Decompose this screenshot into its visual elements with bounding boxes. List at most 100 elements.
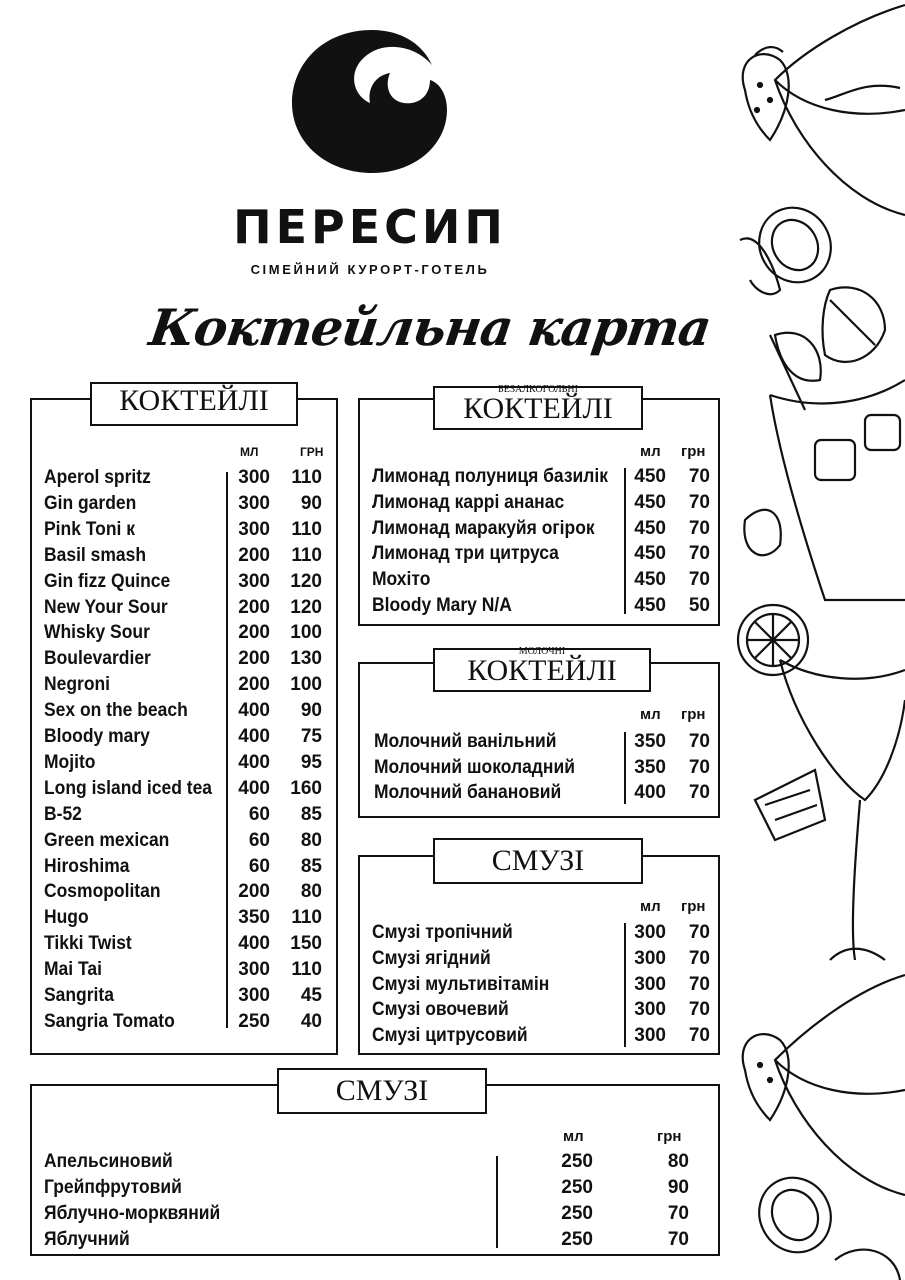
milk-item-price: 70 [688, 731, 710, 752]
cocktails-item-price: 85 [300, 803, 322, 825]
fresh-item-ml: 250 [561, 1151, 593, 1172]
cocktails-item-price: 80 [300, 881, 322, 903]
cocktails-item-ml: 400 [238, 751, 270, 773]
smoothies-item-ml: 300 [634, 1025, 666, 1047]
milk-item-name: Молочний шоколадний [374, 756, 575, 778]
brand-name: ПЕРЕСИП [233, 200, 507, 254]
fresh-item-price: 70 [667, 1229, 689, 1250]
cocktails-item-price: 95 [300, 751, 322, 773]
smoothies-item-ml: 300 [634, 922, 666, 943]
cocktail-glass-icon [773, 973, 905, 1197]
cocktails-item-ml: 200 [238, 881, 270, 903]
cocktails-item-name: Sangrita [44, 985, 114, 1006]
cocktails-item-price: 40 [300, 1010, 322, 1032]
milk-divider [624, 732, 626, 804]
cocktails-item-ml: 400 [238, 700, 270, 722]
cocktails-item-name: Green mexican [44, 829, 170, 851]
milk-col-uah: грн [681, 706, 706, 723]
non_alcoholic-item-ml: 450 [634, 466, 666, 487]
smoothies-item-price: 70 [688, 999, 710, 1021]
smoothies-item-price: 70 [688, 947, 710, 969]
fresh-col-uah: грн [657, 1128, 682, 1145]
smoothies-item-ml: 300 [634, 999, 666, 1021]
smoothies-item-name: Смузі тропічний [372, 922, 513, 943]
non_alcoholic-item-price: 70 [688, 569, 710, 591]
non_alcoholic-item-ml: 450 [634, 517, 666, 539]
menu-title: Коктейльна карта [145, 298, 715, 357]
brand-tagline: СІМЕЙНИЙ КУРОРТ-ГОТЕЛЬ [250, 262, 490, 277]
cocktails-item-name: Tikki Twist [44, 933, 132, 955]
cocktails-item-name: Boulevardier [44, 648, 151, 670]
cocktails-item-ml: 60 [248, 803, 270, 825]
cocktails-item-price: 80 [300, 829, 322, 851]
fresh-header: СМУЗІ [277, 1068, 487, 1114]
cocktails-item-name: Aperol spritz [44, 467, 151, 488]
cocktails-item-price: 85 [300, 855, 322, 877]
cocktails-item-name: Long island iced tea [44, 777, 213, 799]
cocktails-item-ml: 300 [238, 570, 270, 592]
cocktails-item-ml: 60 [248, 829, 270, 851]
smoothies-header: СМУЗІ [433, 838, 643, 884]
cocktails-item-ml: 200 [238, 544, 270, 566]
cocktails-item-price: 110 [291, 907, 322, 929]
cocktails-item-ml: 300 [238, 492, 270, 514]
cocktails-item-name: New Your Sour [44, 596, 168, 618]
smoothies-item-name: Смузі мультивітамін [372, 973, 550, 995]
smoothies-divider [624, 923, 626, 1047]
cocktails-item-name: Hiroshima [44, 855, 130, 877]
milk-item-price: 70 [688, 756, 710, 778]
non_alcoholic-item-ml: 450 [634, 595, 666, 616]
cocktails-item-ml: 400 [238, 777, 270, 799]
non-alcoholic-pre: БЕЗАЛКОГОЛЬНІ [498, 384, 578, 395]
cocktails-item-price: 100 [290, 622, 322, 644]
cocktails-item-name: Cosmopolitan [44, 881, 161, 903]
milk-col-ml: мл [640, 706, 661, 723]
non-alcoholic-title: КОКТЕЙЛІ [463, 392, 613, 425]
wave-logo-icon [292, 30, 447, 173]
cocktails-item-price: 45 [300, 985, 322, 1006]
cocktails-item-price: 110 [291, 467, 322, 488]
cocktails-item-ml: 300 [238, 985, 270, 1006]
cocktails-item-ml: 350 [238, 907, 270, 929]
non_alcoholic-item-name: Мохіто [372, 569, 431, 591]
non_alcoholic-item-name: Bloody Mary N/A [372, 595, 512, 616]
cocktails-item-name: Basil smash [44, 544, 147, 566]
cocktails-title: КОКТЕЙЛІ [119, 384, 269, 417]
non_alcoholic-item-price: 70 [688, 543, 710, 565]
non_alcoholic-item-price: 70 [688, 466, 710, 487]
cocktails-item-price: 90 [300, 700, 322, 722]
smoothies-item-price: 70 [688, 922, 710, 943]
smoothies-item-name: Смузі ягідний [372, 947, 491, 969]
pineapple-icon [753, 768, 827, 842]
martini-glass-icon [778, 659, 905, 961]
smoothies-col-ml: мл [640, 898, 661, 915]
cocktails-item-name: Sangria Tomato [44, 1010, 175, 1032]
fresh-item-name: Грейпфрутовий [44, 1177, 182, 1198]
non_alcoholic-item-name: Лимонад полуниця базилік [372, 466, 609, 487]
cocktails-item-name: Negroni [44, 674, 111, 696]
milk-item-ml: 350 [634, 731, 666, 752]
cocktails-item-name: Sex on the beach [44, 700, 188, 722]
mint-leaf-icon [834, 1248, 902, 1280]
cocktails-item-name: Hugo [44, 907, 89, 929]
fresh-item-price: 80 [667, 1151, 689, 1172]
cocktails-item-ml: 400 [238, 933, 270, 955]
citrus-slice-icon [758, 1176, 832, 1254]
smoothies-col-uah: грн [681, 898, 706, 915]
cocktails-item-ml: 60 [248, 855, 270, 877]
cocktails-item-ml: 300 [238, 467, 270, 488]
cocktails-col-uah: ГРН [300, 445, 324, 459]
strawberry-icon [741, 46, 790, 142]
cocktail-glass-icon [743, 334, 905, 602]
cocktails-header: КОКТЕЙЛІ [90, 382, 298, 426]
cocktails-item-price: 130 [290, 648, 322, 670]
cocktails-item-ml: 200 [238, 648, 270, 670]
cocktails-item-name: Mai Tai [44, 959, 102, 981]
non_alcoholic-item-price: 50 [688, 595, 710, 616]
non_alcoholic-item-price: 70 [688, 517, 710, 539]
fresh-item-name: Яблучно-морквяний [44, 1203, 221, 1224]
smoothies-item-price: 70 [688, 1025, 710, 1047]
smoothies-item-ml: 300 [634, 947, 666, 969]
fresh-item-price: 90 [667, 1177, 689, 1198]
cocktails-item-ml: 300 [238, 518, 270, 540]
